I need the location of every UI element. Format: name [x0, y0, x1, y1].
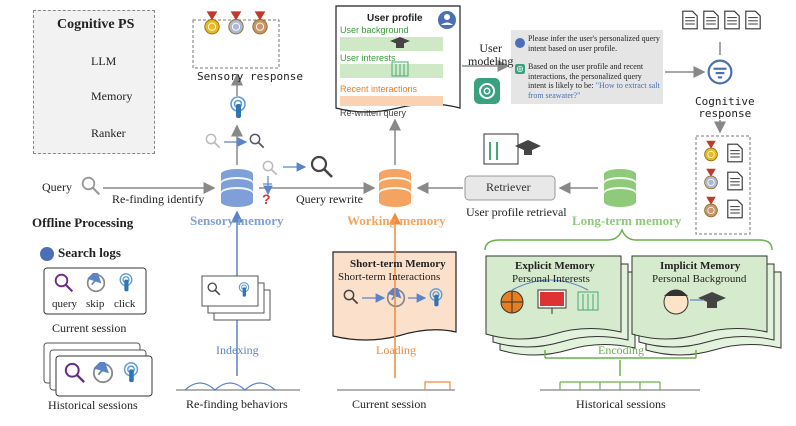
implicit-subtitle: Personal Background [652, 273, 747, 285]
user-modeling-label: User modeling [468, 41, 514, 69]
llm-icon [474, 78, 500, 104]
query-rewrite-label: Query rewrite [296, 192, 363, 206]
refinding-behaviors-label: Re-finding behaviors [186, 397, 288, 411]
profile-recent: Recent interactions [340, 84, 418, 94]
working-memory-label: Working memory [347, 213, 446, 228]
current-session-label: Current session [352, 397, 427, 411]
legend-panel [33, 10, 155, 154]
magnifier-icon [205, 133, 221, 149]
historical-sessions-label: Historical sessions [576, 397, 666, 411]
loading-label: Loading [376, 343, 416, 357]
longterm-memory-db [604, 169, 636, 207]
offline-historical-sessions: Historical sessions [48, 398, 138, 412]
chat-user-message: Please infer the user's personalized que… [528, 34, 660, 53]
longterm-memory-label: Long-term memory [572, 213, 682, 228]
magnifier-icon [81, 176, 101, 196]
encoding-label: Encoding [598, 343, 644, 357]
document-icon [727, 143, 743, 163]
ranker-icon [707, 59, 733, 85]
sensory-response-label: Sensory response [197, 70, 303, 83]
magnifier-icon [249, 133, 265, 149]
document-icon [682, 10, 698, 30]
retriever-label: Retriever [486, 180, 531, 194]
profile-interests: User interests [340, 53, 396, 63]
legend-title: Cognitive PS [57, 17, 135, 32]
question-mark: ? [262, 191, 271, 207]
profile-title: User profile [367, 13, 423, 24]
profile-rewritten: Re-written query [340, 108, 407, 118]
offline-current-session: Current session [52, 321, 127, 335]
document-icon [703, 10, 719, 30]
refinding-identify-label: Re-finding identify [112, 192, 205, 206]
sensory-memory-label: Sensory memory [190, 213, 284, 228]
label-click: click [114, 298, 136, 310]
stm-title: Short-term Memory [350, 258, 446, 270]
document-icon [727, 199, 743, 219]
chat-bot-message: Based on the user profile and recent int… [528, 62, 660, 100]
implicit-title: Implicit Memory [660, 260, 741, 272]
magnifier-icon [310, 155, 334, 179]
document-icon [745, 10, 761, 30]
user-avatar-icon [40, 247, 54, 261]
offline-title: Offline Processing [32, 215, 134, 230]
document-icon [727, 171, 743, 191]
indexing-label: Indexing [216, 343, 259, 357]
working-memory-db [379, 169, 411, 207]
query-label: Query [42, 180, 72, 194]
click-icon [230, 96, 246, 119]
label-skip: skip [86, 298, 105, 310]
document-icon [724, 10, 740, 30]
cognitive-response-label: Cognitive response [695, 95, 755, 121]
legend-ranker-label: Ranker [91, 126, 126, 140]
profile-background: User background [340, 25, 409, 35]
gold-medal-icon [204, 11, 220, 35]
legend-llm-label: LLM [91, 54, 117, 68]
explicit-subtitle: Personal Interests [512, 273, 590, 285]
silver-medal-icon [228, 11, 244, 35]
sensory-memory-db [221, 169, 253, 207]
llm-icon [515, 64, 525, 74]
explicit-title: Explicit Memory [515, 260, 595, 272]
label-query: query [52, 298, 78, 310]
user-profile-retrieval-label: User profile retrieval [466, 205, 567, 219]
legend-memory-label: Memory [91, 89, 133, 103]
stm-subtitle: Short-term Interactions [338, 271, 441, 283]
bronze-medal-icon [252, 11, 268, 35]
magnifier-icon [262, 160, 278, 176]
search-logs-title: Search logs [58, 245, 121, 260]
